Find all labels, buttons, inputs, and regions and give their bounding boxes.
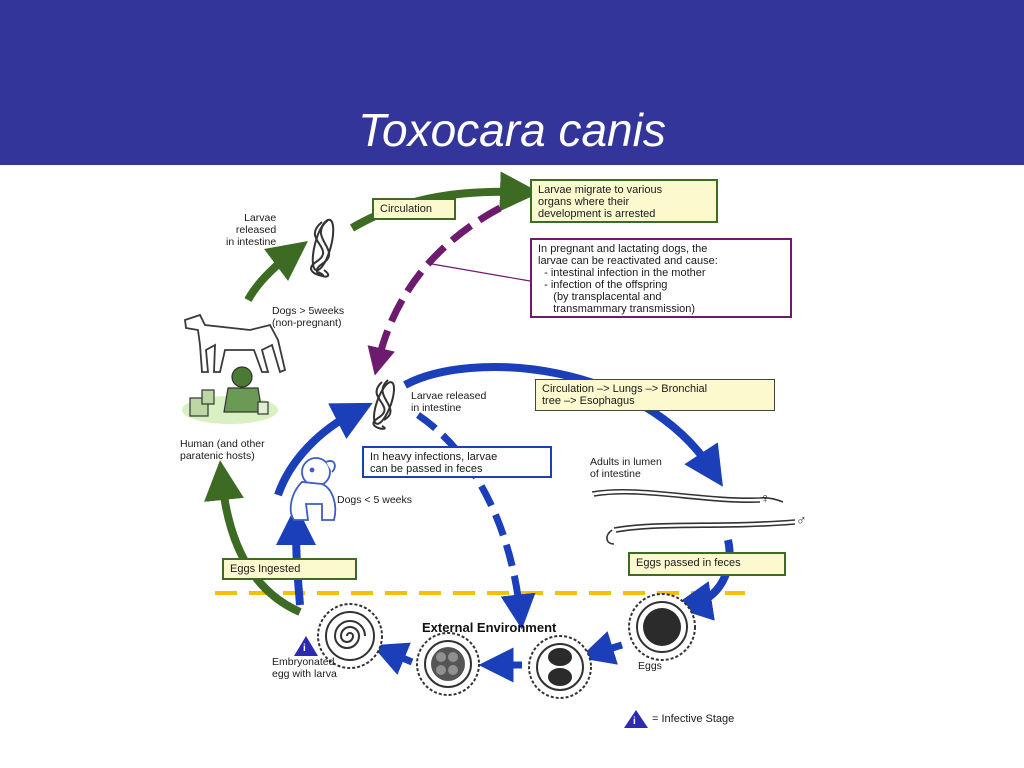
- larvae-released-top-label: Larvae released in intestine: [226, 212, 277, 248]
- infective-icon-letter: i: [303, 643, 306, 654]
- blue-arrow-puppy-to-larvae: [274, 402, 373, 497]
- egg-two-cell-icon: [528, 635, 592, 699]
- dogs-under-5-weeks-label: Dogs < 5 weeks: [337, 494, 412, 506]
- adults-lumen-label: Adults in lumen of intestine: [590, 456, 662, 480]
- infective-stage-legend: = Infective Stage: [652, 713, 735, 725]
- egg-morula-icon: [416, 632, 480, 696]
- heavy-infections-box: In heavy infections, larvae can be passe…: [362, 446, 552, 478]
- dogs-over-5-weeks-label: Dogs > 5weeks (non-pregnant): [272, 305, 345, 329]
- human-child-icon: [182, 366, 278, 424]
- blue-arrow-eggs-1-2: [579, 631, 624, 665]
- external-environment-label: External Environment: [422, 620, 557, 635]
- circulation-box: Circulation: [372, 198, 456, 220]
- eggs-ingested-box: Eggs Ingested: [222, 558, 357, 580]
- blue-dashed-arrow-feces: [416, 412, 536, 630]
- egg-embryonated-icon: [317, 603, 383, 669]
- blue-arrow-circulation-lungs: [403, 363, 723, 487]
- slide-title: Toxocara canis: [358, 104, 666, 156]
- female-symbol: ♀: [760, 490, 771, 506]
- eggs-passed-box: Eggs passed in feces: [628, 552, 786, 576]
- eggs-label: Eggs: [638, 660, 662, 672]
- blue-arrow-eggs-passed: [672, 539, 734, 621]
- larva-mid-icon: [372, 379, 395, 430]
- adult-worm-male-icon: [606, 519, 796, 545]
- adult-worm-female-icon: [591, 488, 784, 503]
- larvae-released-mid-label: Larvae released in intestine: [411, 390, 487, 414]
- blue-arrow-eggs-3-4: [371, 642, 414, 675]
- purple-pointer-line: [431, 263, 531, 282]
- larva-top-icon: [310, 218, 335, 278]
- pregnant-dogs-box: In pregnant and lactating dogs, the larv…: [530, 238, 792, 318]
- larvae-migrate-box: Larvae migrate to various organs where t…: [530, 179, 718, 223]
- embryonated-egg-label: Embryonated egg with larva: [272, 656, 337, 680]
- male-symbol: ♂: [796, 512, 807, 528]
- circulation-lungs-box: Circulation –> Lungs –> Bronchial tree –…: [535, 379, 775, 411]
- human-host-label: Human (and other paratenic hosts): [180, 438, 265, 462]
- purple-arrow-reactivation: [367, 204, 502, 376]
- legend-infective-triangle-icon: [624, 710, 648, 728]
- puppy-icon: [289, 457, 337, 521]
- adult-dog-icon: [184, 313, 287, 374]
- infective-triangle-icon: [294, 636, 318, 656]
- title-banner: [0, 0, 1024, 165]
- egg-unembryonated-icon: [628, 593, 696, 661]
- green-arrow-dog-to-larvae: [244, 240, 308, 302]
- legend-icon-letter: i: [633, 716, 636, 727]
